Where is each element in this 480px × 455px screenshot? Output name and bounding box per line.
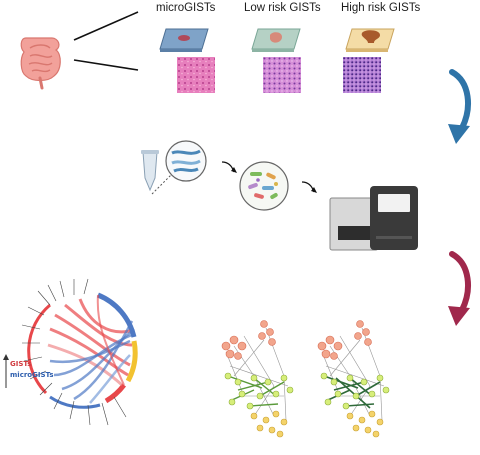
histology-high-image <box>343 57 381 93</box>
network-graph-2 <box>317 320 390 438</box>
connector-lines <box>73 11 139 71</box>
bacteria-icon <box>239 161 289 211</box>
chord-ribbons <box>47 294 135 404</box>
histology-micro-image <box>177 57 215 93</box>
intestine-icon <box>20 37 61 90</box>
group-label-low: Low risk GISTs <box>244 2 321 14</box>
slide-high-icon <box>345 28 395 52</box>
small-arrow-2-icon <box>301 181 317 193</box>
histology-low-image <box>263 57 301 93</box>
slide-micro-icon <box>159 28 209 52</box>
dna-zoom-icon <box>165 140 207 182</box>
chord-diagram <box>21 278 138 426</box>
curved-arrow-blue-icon <box>448 69 471 144</box>
slide-low-icon <box>251 28 301 52</box>
chord-legend-axis <box>3 354 9 388</box>
curved-arrow-red-icon <box>448 251 471 326</box>
chord-label-microgists: microGISTs <box>10 371 54 379</box>
chord-label-gists: GISTs <box>10 360 32 368</box>
chord-tick-labels <box>21 278 127 426</box>
sequencer-icon <box>329 186 418 251</box>
group-label-micro: microGISTs <box>156 2 216 14</box>
small-arrow-1-icon <box>221 161 237 173</box>
tube-icon <box>141 150 159 192</box>
group-label-high: High risk GISTs <box>341 2 421 14</box>
network-graph-1 <box>221 320 294 438</box>
